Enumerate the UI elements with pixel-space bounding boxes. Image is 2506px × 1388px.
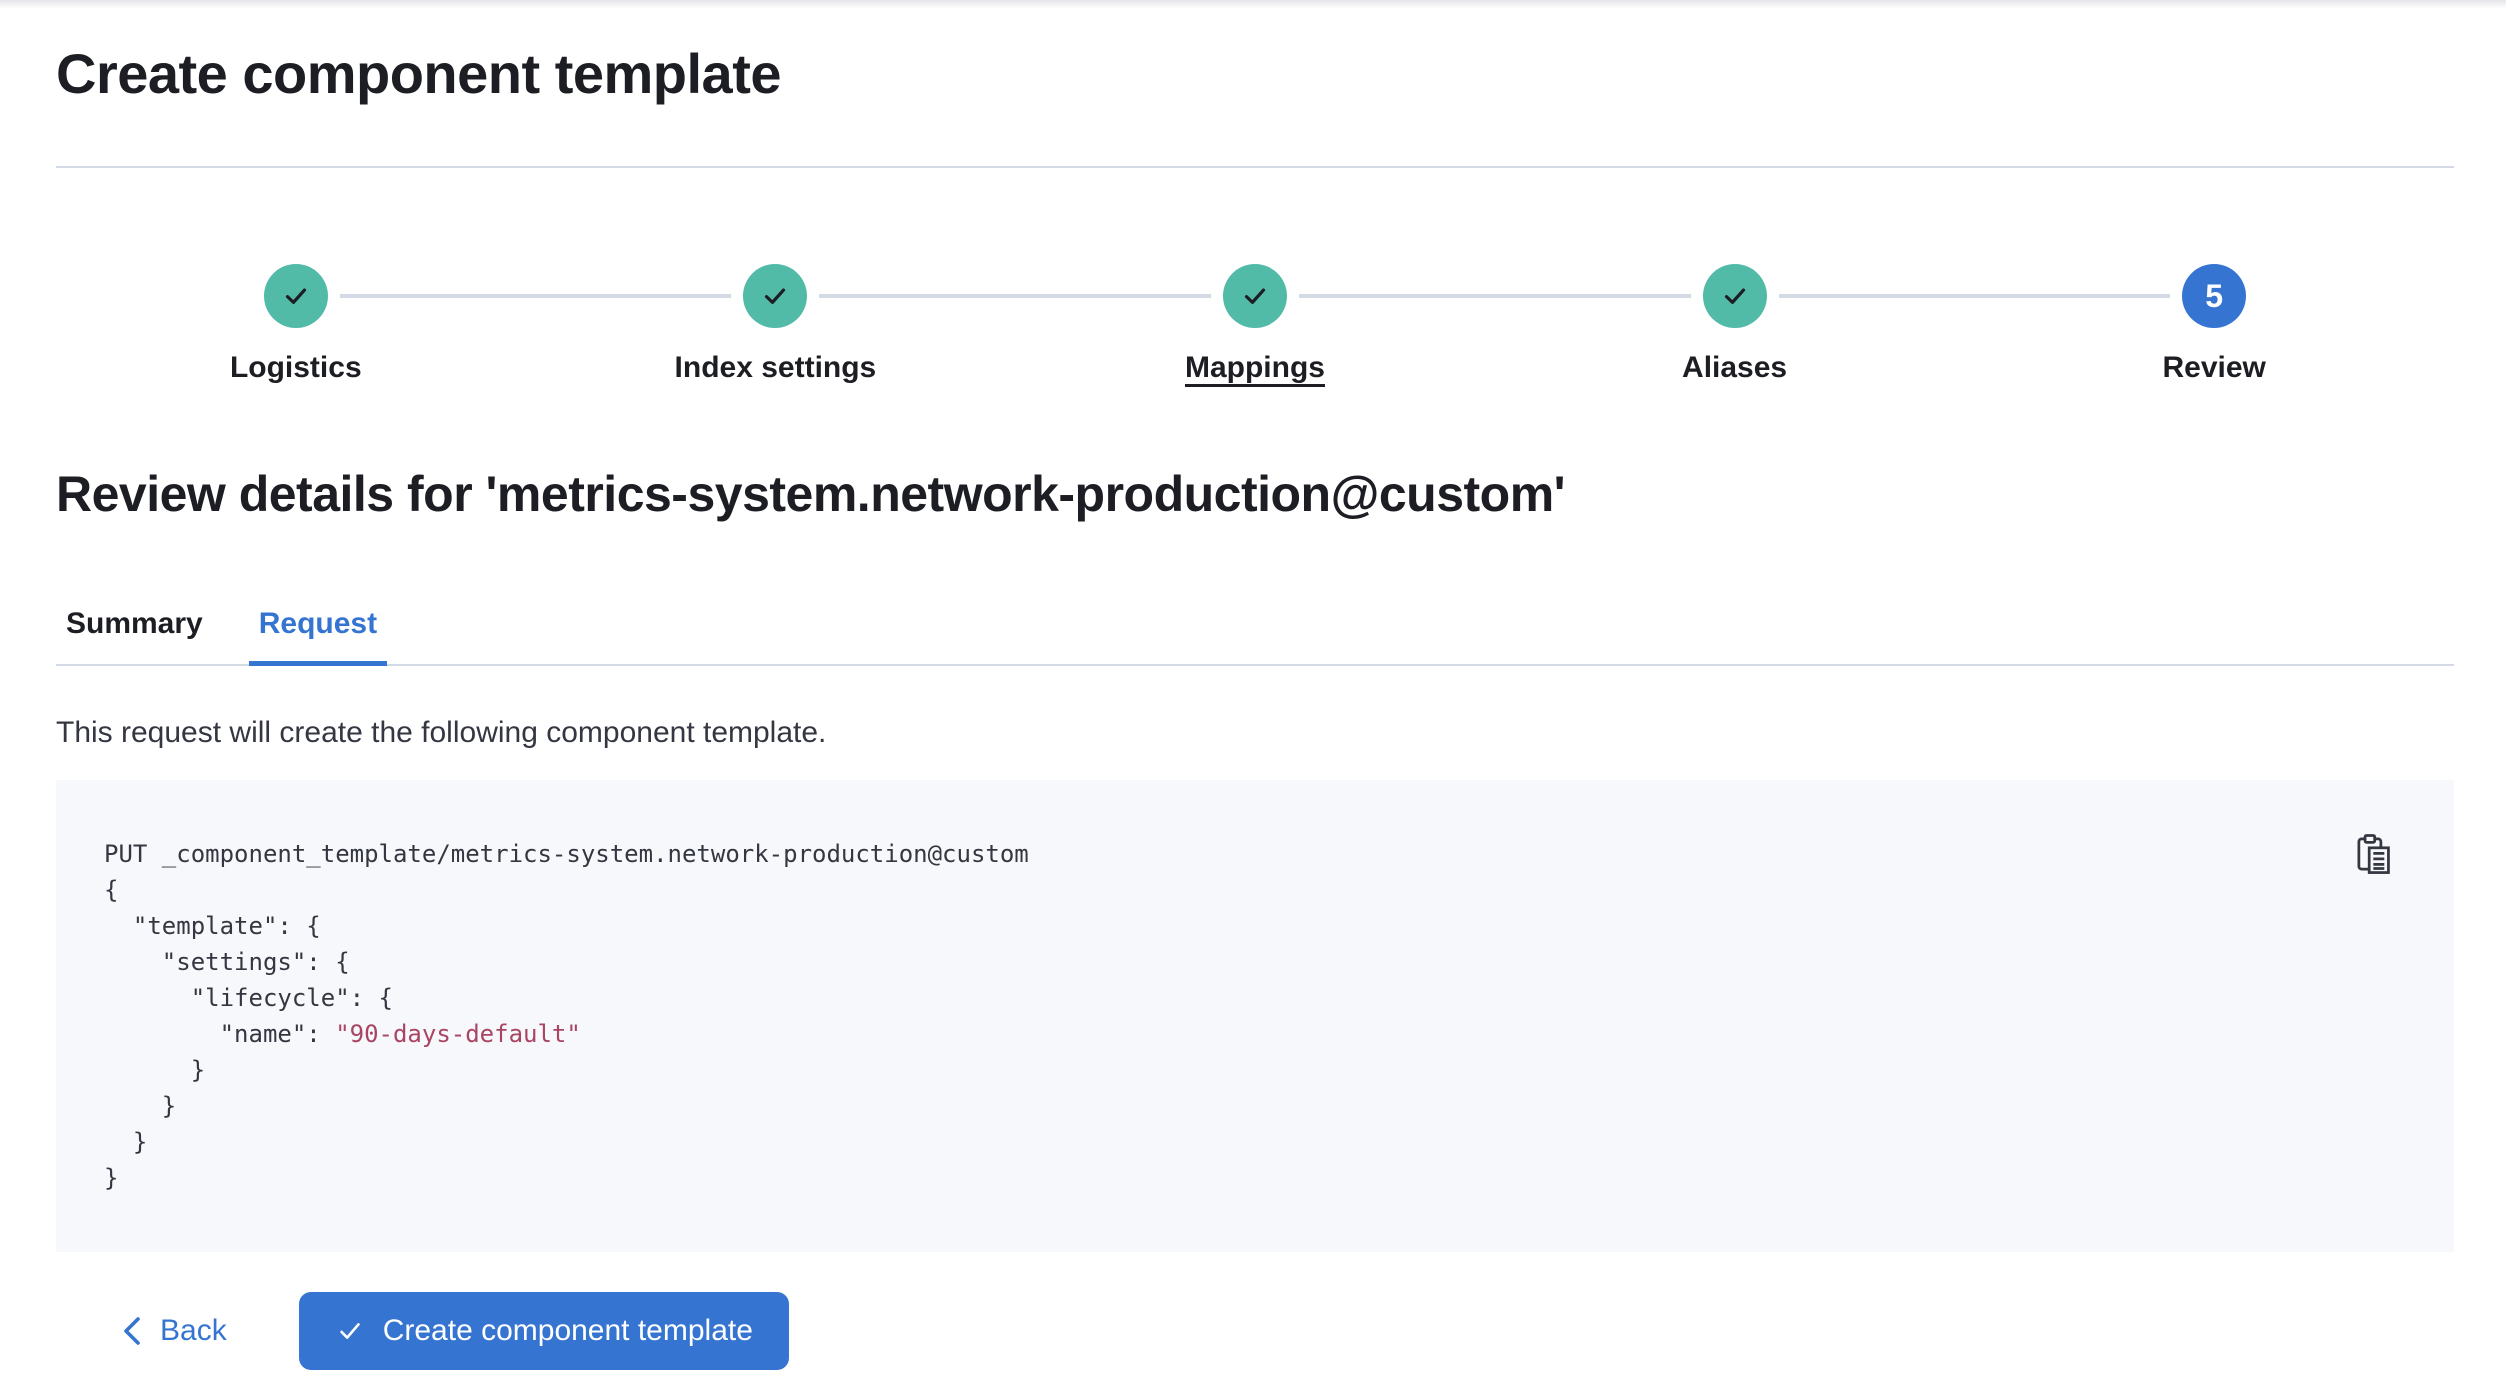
review-heading: Review details for 'metrics-system.netwo… xyxy=(56,466,1566,523)
step-indicator xyxy=(743,264,808,329)
step-connector xyxy=(819,294,1016,299)
code-line: "template": { xyxy=(104,912,321,941)
code-line: } xyxy=(104,1056,206,1085)
step-label: Index settings xyxy=(674,351,877,385)
chevron-left-icon xyxy=(124,1317,140,1346)
request-code-block: PUT _component_template/metrics-system.n… xyxy=(56,780,2454,1253)
check-icon xyxy=(1724,288,1745,305)
create-component-template-button[interactable]: Create component template xyxy=(298,1292,789,1371)
tab-request[interactable]: Request xyxy=(248,606,388,667)
step-label: Logistics xyxy=(229,351,362,385)
code-line: { xyxy=(104,876,119,905)
check-icon xyxy=(339,1323,360,1340)
tab-label: Summary xyxy=(66,607,203,641)
request-code: PUT _component_template/metrics-system.n… xyxy=(104,836,2334,1196)
back-button-label: Back xyxy=(160,1314,227,1348)
step-connector xyxy=(1778,294,1975,299)
step-aliases[interactable]: Aliases xyxy=(1494,264,1975,386)
copy-to-clipboard-button[interactable] xyxy=(2348,828,2400,883)
step-label: Aliases xyxy=(1682,351,1788,385)
footer-actions: Back Create component template xyxy=(56,1292,2454,1371)
check-icon xyxy=(1244,288,1266,305)
check-icon xyxy=(765,288,786,305)
back-button[interactable]: Back xyxy=(112,1292,235,1370)
step-connector xyxy=(1974,294,2171,299)
step-connector xyxy=(535,294,732,299)
code-line: } xyxy=(104,1128,148,1157)
step-logistics[interactable]: Logistics xyxy=(56,264,536,386)
title-divider xyxy=(56,166,2454,169)
stepper: Logistics Index settings M xyxy=(56,264,2454,386)
code-line: } xyxy=(104,1164,119,1193)
step-indicator xyxy=(1222,264,1287,329)
create-button-label: Create component template xyxy=(382,1314,753,1348)
step-index-settings[interactable]: Index settings xyxy=(535,264,1016,386)
step-connector xyxy=(1494,294,1691,299)
step-connector xyxy=(1015,294,1211,299)
code-line: "lifecycle": { xyxy=(104,984,393,1013)
step-label: Mappings xyxy=(1184,351,1325,385)
check-icon xyxy=(285,288,306,305)
code-line: "settings": { xyxy=(104,948,350,977)
step-mappings[interactable]: Mappings xyxy=(1015,264,1495,386)
page-title: Create component template xyxy=(56,42,782,105)
step-number: 5 xyxy=(2205,277,2224,314)
step-indicator xyxy=(1702,264,1767,329)
code-line: "name": "90-days-default" xyxy=(104,1020,581,1049)
request-description: This request will create the following c… xyxy=(56,716,827,750)
step-review[interactable]: 5 Review xyxy=(1974,264,2454,386)
code-line: PUT _component_template/metrics-system.n… xyxy=(104,840,1029,869)
step-label: Review xyxy=(2162,351,2266,385)
step-indicator: 5 xyxy=(2182,264,2247,329)
copy-clipboard-icon xyxy=(2357,834,2390,875)
tab-label: Request xyxy=(258,607,378,641)
tab-summary[interactable]: Summary xyxy=(56,606,213,664)
step-connector xyxy=(339,294,536,299)
top-shade xyxy=(0,0,2506,9)
code-line: } xyxy=(104,1092,177,1121)
step-connector xyxy=(1298,294,1495,299)
tab-bar: Summary Request xyxy=(56,606,2454,667)
step-indicator xyxy=(263,264,328,329)
